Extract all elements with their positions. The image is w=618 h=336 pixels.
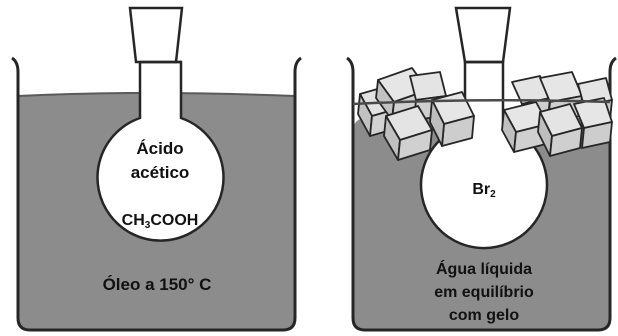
right-bath-label-line3: com gelo [449, 307, 519, 324]
formula-part-cooh: COOH [150, 212, 198, 229]
right-bath-label-line1: Água líquida [436, 259, 532, 278]
formula-part-ch: CH [122, 212, 145, 229]
right-water-surface [352, 99, 611, 106]
ice-cube [573, 97, 613, 149]
left-flask-label-line2: acético [131, 163, 190, 182]
left-beaker: Ácido acético CH3COOH Óleo a 150° C [11, 6, 302, 332]
right-beaker: Br2 Água líquida em equilíbrio com gelo [346, 6, 617, 332]
right-beaker-glass [346, 56, 617, 332]
right-flask-formula: Br2 [472, 181, 496, 200]
formula-subscript-3: 3 [145, 220, 151, 231]
left-flask-label-line1: Ácido [136, 139, 183, 158]
left-flask-stopper [128, 6, 184, 64]
left-bath-label: Óleo a 150° C [103, 275, 212, 294]
formula-subscript-2: 2 [490, 189, 496, 200]
left-beaker-glass [11, 56, 302, 332]
right-bath-label-line2: em equilíbrio [434, 284, 534, 301]
left-flask-body [96, 60, 225, 242]
right-flask-stopper [454, 6, 512, 64]
left-flask-formula: CH3COOH [122, 212, 199, 231]
ice-cube [537, 103, 583, 157]
formula-part-br: Br [472, 181, 490, 198]
left-round-flask [96, 6, 225, 242]
ice-cube [383, 105, 433, 161]
